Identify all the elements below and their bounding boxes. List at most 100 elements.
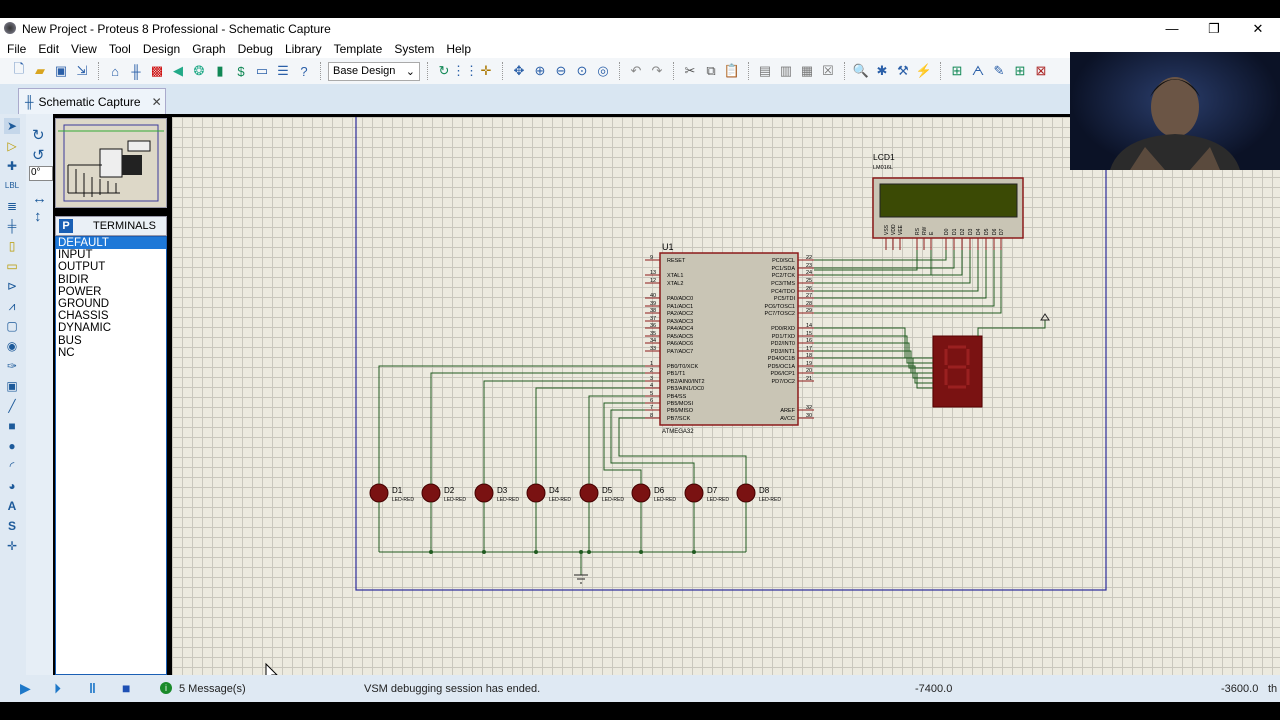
- bom-icon[interactable]: $: [237, 63, 245, 79]
- voltage-probe-icon[interactable]: ✑: [6, 359, 18, 373]
- notes-icon[interactable]: ▭: [255, 63, 269, 78]
- device-pins-icon[interactable]: ⊳: [6, 279, 18, 293]
- menu-file[interactable]: File: [7, 42, 27, 56]
- terminal-item-power[interactable]: POWER: [58, 285, 102, 298]
- pcb-icon[interactable]: ▩: [150, 63, 164, 78]
- terminal-item-nc[interactable]: NC: [58, 346, 75, 359]
- menu-help[interactable]: Help: [446, 42, 472, 56]
- menu-system[interactable]: System: [394, 42, 435, 56]
- menu-library[interactable]: Library: [284, 42, 322, 56]
- report-icon[interactable]: ☰: [277, 63, 289, 78]
- gerber-icon[interactable]: ❂: [193, 63, 205, 78]
- schematic-icon[interactable]: ╫: [131, 63, 141, 79]
- rotate-anticlockwise-icon[interactable]: ↺: [32, 147, 45, 164]
- zoom-in-icon[interactable]: ⊕: [534, 63, 546, 78]
- tab-close-icon[interactable]: ✕: [151, 94, 162, 109]
- mirror-vertical-icon[interactable]: ↕: [34, 208, 42, 225]
- rotate-clockwise-icon[interactable]: ↻: [32, 127, 45, 144]
- menu-template[interactable]: Template: [333, 42, 383, 56]
- menu-view[interactable]: View: [71, 42, 97, 56]
- menu-graph[interactable]: Graph: [192, 42, 226, 56]
- virtual-instruments-icon[interactable]: ▣: [6, 379, 18, 393]
- cut-icon[interactable]: ✂: [684, 63, 696, 78]
- package-tool-icon[interactable]: ⚒: [897, 63, 909, 78]
- make-device-icon[interactable]: ✱: [876, 63, 888, 78]
- help-icon[interactable]: ?: [300, 63, 308, 79]
- redo-icon[interactable]: ↷: [651, 63, 663, 78]
- box-icon[interactable]: ■: [8, 419, 16, 433]
- decompose-icon[interactable]: ⚡: [915, 63, 933, 78]
- refresh-icon[interactable]: ↻: [438, 63, 450, 78]
- undo-icon[interactable]: ↶: [630, 63, 642, 78]
- minimize-button[interactable]: —: [1165, 21, 1179, 36]
- new-sheet-icon[interactable]: ⊞: [1014, 63, 1026, 78]
- generator-icon[interactable]: ◉: [6, 339, 18, 353]
- menu-debug[interactable]: Debug: [237, 42, 273, 56]
- variant-select[interactable]: Base Design⌄: [328, 61, 420, 81]
- pick-terminal-icon[interactable]: P: [59, 219, 73, 233]
- menu-design[interactable]: Design: [142, 42, 181, 56]
- menu-tool[interactable]: Tool: [108, 42, 131, 56]
- pan-icon[interactable]: ✥: [513, 63, 525, 78]
- menu-edit[interactable]: Edit: [38, 42, 60, 56]
- import-icon[interactable]: ⇲: [76, 63, 88, 78]
- terminal-item-output[interactable]: OUTPUT: [58, 261, 106, 274]
- text-script-icon[interactable]: ≣: [6, 199, 18, 213]
- selection-mode-icon[interactable]: ➤: [4, 118, 20, 134]
- zoom-all-icon[interactable]: ⊙: [576, 63, 588, 78]
- tape-recorder-icon[interactable]: ▢: [6, 319, 18, 333]
- block-rotate-icon[interactable]: ▦: [800, 63, 814, 78]
- terminals-mode-icon[interactable]: ▭: [6, 259, 18, 273]
- terminal-item-chassis[interactable]: CHASSIS: [58, 310, 109, 323]
- line-icon[interactable]: ╱: [8, 399, 16, 413]
- tab-schematic-capture[interactable]: ╫ Schematic Capture ✕: [18, 88, 166, 114]
- overview-window[interactable]: [55, 118, 167, 208]
- block-copy-icon[interactable]: ▤: [758, 63, 772, 78]
- new-file-icon[interactable]: 🗋: [13, 61, 25, 76]
- messages-count[interactable]: 5 Message(s): [179, 683, 246, 695]
- grid-toggle-icon[interactable]: ⋮⋮: [452, 63, 478, 78]
- mirror-horizontal-icon[interactable]: ↔: [32, 190, 47, 207]
- terminal-item-ground[interactable]: GROUND: [58, 297, 110, 310]
- graph-mode-icon[interactable]: ⩘: [8, 299, 16, 313]
- terminal-item-default[interactable]: DEFAULT: [56, 237, 166, 250]
- terminal-item-dynamic[interactable]: DYNAMIC: [58, 322, 112, 335]
- circle-icon[interactable]: ●: [8, 439, 16, 453]
- step-icon[interactable]: ⏵: [54, 680, 61, 696]
- terminal-item-bidir[interactable]: BIDIR: [58, 273, 89, 286]
- 3d-view-icon[interactable]: ◀: [173, 63, 183, 78]
- restore-button[interactable]: ❐: [1208, 21, 1220, 36]
- origin-icon[interactable]: ✛: [480, 63, 492, 78]
- terminal-item-bus[interactable]: BUS: [58, 334, 82, 347]
- remove-sheet-icon[interactable]: ⊠: [1035, 63, 1047, 78]
- search-tag-icon[interactable]: ᗅ: [971, 63, 985, 78]
- pick-device-icon[interactable]: 🔍: [852, 63, 870, 78]
- text-icon[interactable]: A: [7, 499, 17, 513]
- buses-icon[interactable]: ╪: [7, 219, 17, 233]
- open-folder-icon[interactable]: ▰: [35, 63, 45, 78]
- junction-dot-icon[interactable]: ✚: [6, 159, 18, 173]
- path-icon[interactable]: ◕: [8, 479, 16, 493]
- subcircuit-icon[interactable]: ▯: [8, 239, 16, 253]
- terminal-item-input[interactable]: INPUT: [58, 249, 93, 262]
- block-delete-icon[interactable]: ☒: [822, 63, 834, 78]
- home-icon[interactable]: ⌂: [111, 63, 119, 79]
- save-icon[interactable]: ▣: [54, 63, 68, 78]
- block-move-icon[interactable]: ▥: [779, 63, 793, 78]
- paste-icon[interactable]: 📋: [723, 63, 741, 78]
- arc-icon[interactable]: ◜: [9, 459, 15, 473]
- close-window-button[interactable]: ✕: [1252, 21, 1264, 36]
- copy-icon[interactable]: ⧉: [706, 63, 716, 78]
- zoom-out-icon[interactable]: ⊖: [555, 63, 567, 78]
- stop-icon[interactable]: ■: [122, 680, 131, 696]
- source-code-icon[interactable]: ▮: [216, 63, 224, 78]
- component-mode-icon[interactable]: ▷: [7, 139, 17, 153]
- wire-autorouter-icon[interactable]: ⊞: [951, 63, 963, 78]
- pause-icon[interactable]: ‖: [89, 680, 96, 696]
- zoom-area-icon[interactable]: ◎: [597, 63, 609, 78]
- rotation-angle-field[interactable]: 0°: [29, 166, 53, 181]
- play-icon[interactable]: ▶: [20, 680, 31, 696]
- property-assign-icon[interactable]: ✎: [993, 63, 1005, 78]
